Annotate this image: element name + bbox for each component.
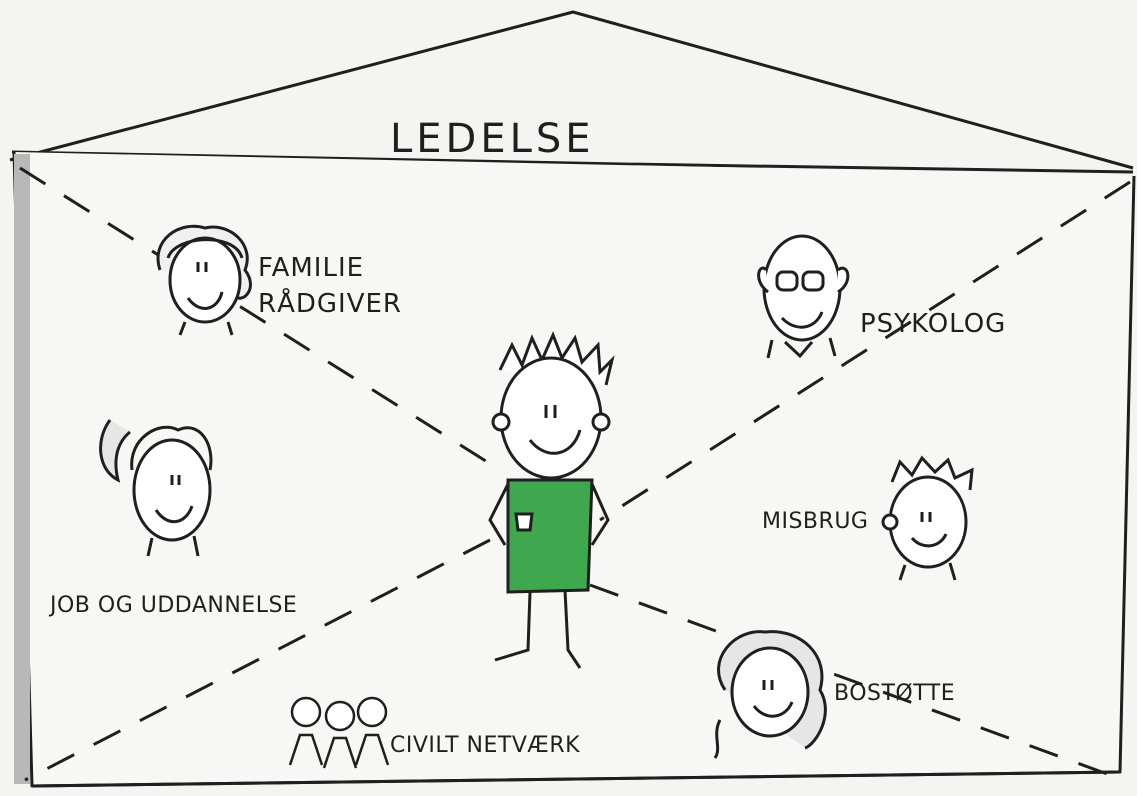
diagonal-top-left <box>19 166 501 472</box>
familie-radgiver-person-icon <box>156 224 252 336</box>
familie-label-line2: RÅDGIVER <box>258 287 402 319</box>
roof-outline <box>9 10 1134 170</box>
frame-shadow <box>14 154 30 784</box>
bostotte-label: BOSTØTTE <box>834 681 955 706</box>
psykolog-person-icon <box>757 234 850 359</box>
job-person-icon <box>99 419 213 557</box>
central-person-icon <box>488 331 615 669</box>
diagonal-top-right <box>599 180 1131 522</box>
dashed-diagonals <box>19 166 1131 782</box>
diagonal-bottom-left <box>24 538 491 782</box>
misbrug-label: MISBRUG <box>762 509 868 534</box>
bostotte-person-icon <box>713 630 827 759</box>
misbrug-person-icon <box>881 455 974 581</box>
floor-line <box>31 770 1121 788</box>
roof-title: LEDELSE <box>390 116 595 162</box>
civilt-netvaerk-label: CIVILT NETVÆRK <box>390 733 580 758</box>
familie-label-line1: FAMILIE <box>258 253 364 283</box>
civilt-netvaerk-group-icon <box>288 696 390 769</box>
job-label: JOB OG UDDANNELSE <box>48 593 297 618</box>
psykolog-label: PSYKOLOG <box>860 309 1006 339</box>
diagonal-bottom-right <box>589 583 1111 777</box>
roof-base-line <box>11 150 1134 174</box>
